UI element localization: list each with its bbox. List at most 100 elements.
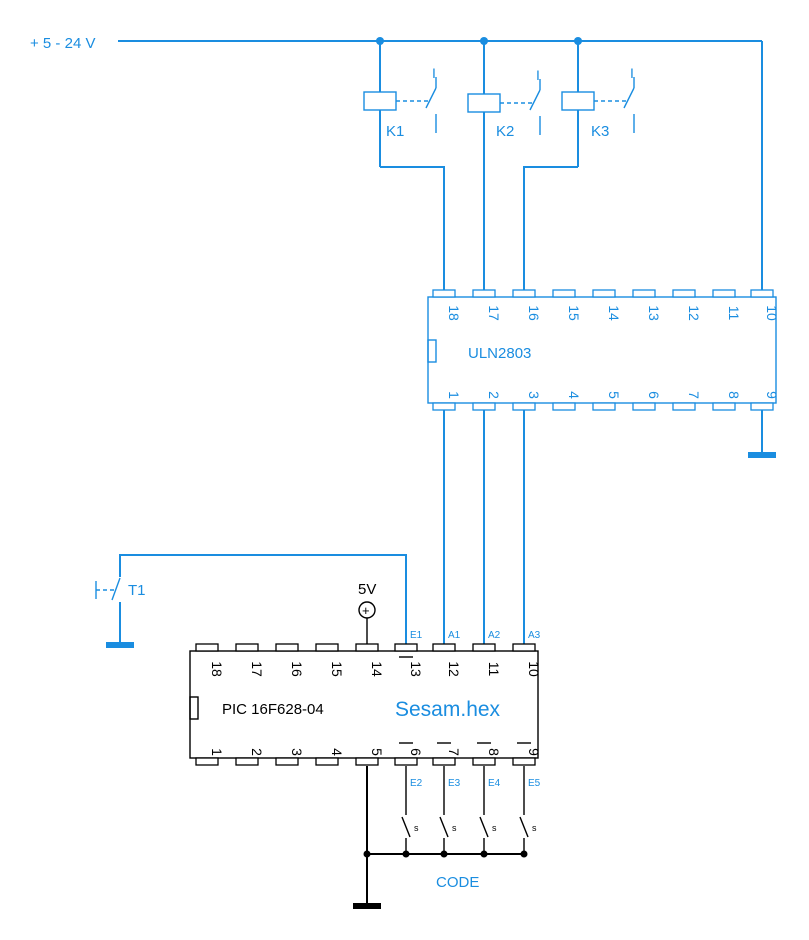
pin-number: 15	[566, 305, 582, 321]
chip-pin	[592, 289, 616, 298]
switch-mark: s	[414, 823, 419, 833]
switch-mark: s	[492, 823, 497, 833]
chip-pin	[472, 289, 496, 298]
switch-contact	[519, 816, 529, 838]
chip-name: ULN2803	[468, 345, 531, 362]
relay-k3: I K3	[561, 41, 635, 167]
firmware-label: Sesam.hex	[395, 698, 501, 721]
pin-number: 4	[566, 391, 582, 399]
pin-number: 3	[289, 748, 305, 756]
chip-pin	[275, 643, 299, 652]
pin-number: 9	[526, 748, 542, 756]
supply-label: + 5 - 24 V	[30, 35, 95, 52]
chip-pin	[632, 289, 656, 298]
pin-number: 3	[526, 391, 542, 399]
pin-number: 14	[606, 305, 622, 321]
chip-pin	[235, 757, 259, 766]
chip-pin	[472, 402, 496, 411]
ground-symbol	[353, 903, 381, 909]
chip-pin	[235, 643, 259, 652]
switch-contact	[439, 816, 449, 838]
chip-pin	[432, 757, 456, 766]
vcc-label: 5V	[358, 581, 376, 598]
switch-contact	[479, 816, 489, 838]
pushbutton-label: T1	[128, 582, 146, 599]
signal-label: A1	[448, 630, 461, 641]
vcc-symbol: +	[362, 603, 370, 618]
switch-mark: s	[452, 823, 457, 833]
pin-number: 2	[249, 748, 265, 756]
pin-number: 1	[209, 748, 225, 756]
junction-dot	[480, 850, 488, 858]
relay-label: K2	[496, 123, 514, 140]
chip-pin	[512, 643, 536, 652]
pin-number: 18	[209, 661, 225, 677]
chip-pin	[472, 643, 496, 652]
wire-k1-to-uln18	[380, 166, 445, 290]
chip-pin	[432, 402, 456, 411]
pin-number: 9	[764, 391, 780, 399]
pushbutton-contact	[111, 577, 121, 601]
signal-label: E4	[488, 778, 501, 789]
relay-contact-mark: I	[432, 65, 436, 81]
junction-dot	[520, 850, 528, 858]
chip-pin	[750, 402, 774, 411]
relay-k2: I K2	[467, 41, 541, 290]
pin-number: 5	[369, 748, 385, 756]
relay-contact-mark: I	[536, 67, 540, 83]
pin-number: 16	[526, 305, 542, 321]
pin-number: 16	[289, 661, 305, 677]
relay-contact	[425, 87, 437, 109]
pin-number: 12	[446, 661, 462, 677]
signal-label: A2	[488, 630, 501, 641]
relay-k1: I K1	[363, 41, 437, 167]
pin-number: 17	[486, 305, 502, 321]
pin-number: 5	[606, 391, 622, 399]
code-switch: s	[439, 766, 457, 858]
pin-number: 13	[646, 305, 662, 321]
pin-number: 10	[526, 661, 542, 677]
chip-pin	[632, 402, 656, 411]
chip-pin	[750, 289, 774, 298]
chip-pin	[512, 402, 536, 411]
chip-pin	[432, 289, 456, 298]
pin-number: 6	[408, 748, 424, 756]
pin-number: 1	[446, 391, 462, 399]
code-switch: s	[479, 766, 497, 858]
signal-label: E3	[448, 778, 461, 789]
chip-pin	[315, 757, 339, 766]
relay-contact	[623, 87, 635, 109]
chip-pin	[315, 643, 339, 652]
signal-label: A3	[528, 630, 541, 641]
chip-pin	[472, 757, 496, 766]
chip-pin	[672, 402, 696, 411]
chip-pin	[394, 757, 418, 766]
pin-number: 7	[686, 391, 702, 399]
pin-number: 11	[726, 306, 742, 321]
chip-pin	[712, 289, 736, 298]
pin-number: 12	[686, 305, 702, 321]
pin-number: 7	[446, 748, 462, 756]
junction-dot	[402, 850, 410, 858]
relay-coil	[561, 91, 595, 111]
pin-number: 13	[408, 661, 424, 677]
signal-label: E2	[410, 778, 423, 789]
pin-number: 6	[646, 391, 662, 399]
pin-number: 4	[329, 748, 345, 756]
chip-notch	[427, 339, 437, 363]
chip-pin	[552, 402, 576, 411]
ground-symbol	[748, 452, 776, 458]
switch-mark: s	[532, 823, 537, 833]
relay-contact	[529, 89, 541, 111]
chip-pin	[712, 402, 736, 411]
signal-label: E5	[528, 778, 541, 789]
chip-pin	[195, 757, 219, 766]
junction-dot	[440, 850, 448, 858]
chip-pin	[672, 289, 696, 298]
chip-pin	[432, 643, 456, 652]
pin-number: 11	[486, 662, 502, 677]
relay-contact-mark: I	[630, 65, 634, 81]
